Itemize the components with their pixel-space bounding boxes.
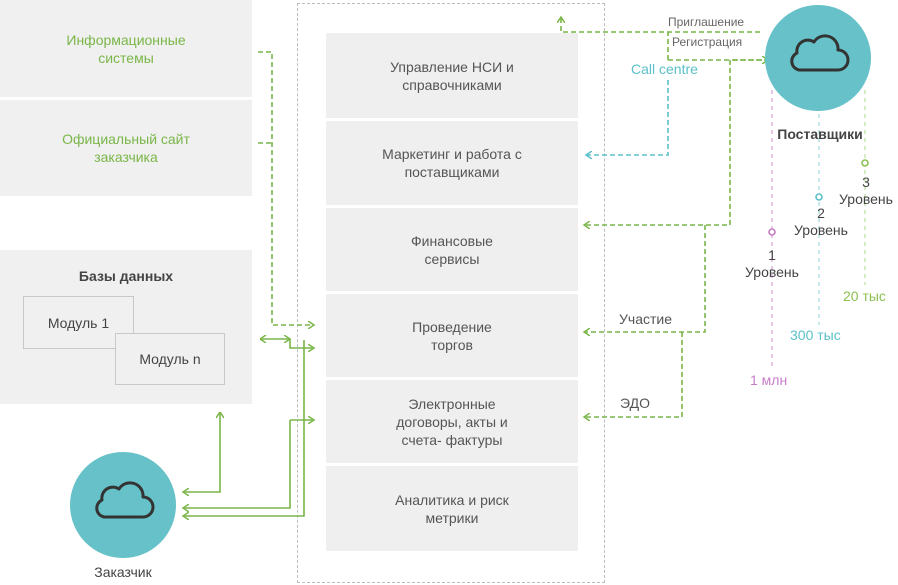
suppliers-label: Поставщики [777,126,863,142]
official-site-box [0,100,252,196]
platform-panel [297,3,605,583]
edo-label: ЭДО [620,395,650,411]
block-marketing: Маркетинг и работа с поставщиками [326,121,578,205]
solid-connectors [183,339,314,516]
block-edocs: Электронные договоры, акты и счета- факт… [326,380,578,463]
supplier-connectors [561,17,770,417]
call-centre-connector [586,80,669,155]
registration-label: Регистрация [672,35,743,49]
customer-label: Заказчик [94,564,152,580]
customer-circle [70,452,176,558]
databases-title: Базы данных [78,268,174,284]
suppliers-circle [765,5,871,111]
level-2-count: 300 тыс [790,327,841,343]
cloud-icon [95,481,155,519]
block-finance: Финансовые сервисы [326,208,578,291]
level-1-dot [768,228,776,236]
level-1-count: 1 млн [750,372,788,388]
participation-label: Участие [619,311,672,327]
invitation-label: Приглашение [668,15,745,29]
module-n: Модуль n [115,333,225,385]
official-site-label: Официальный сайт заказчика [62,131,190,165]
level-1-label: 1 Уровень [745,247,799,280]
level-3-label: 3 Уровень [839,174,893,207]
block-nsi: Управление НСИ и справочниками [326,33,578,118]
level-2-dot [815,193,823,201]
cloud-icon [790,34,850,72]
info-systems-label: Информационные системы [66,31,186,66]
level-3-count: 20 тыс [843,288,886,304]
sources-connector [258,51,314,325]
block-analytics: Аналитика и риск метрики [326,466,578,551]
info-systems-box [0,0,252,97]
block-trading: Проведение торгов [326,294,578,377]
level-2-label: 2 Уровень [794,205,848,238]
call-centre-label: Call centre [631,61,698,77]
level-3-dot [861,159,869,167]
